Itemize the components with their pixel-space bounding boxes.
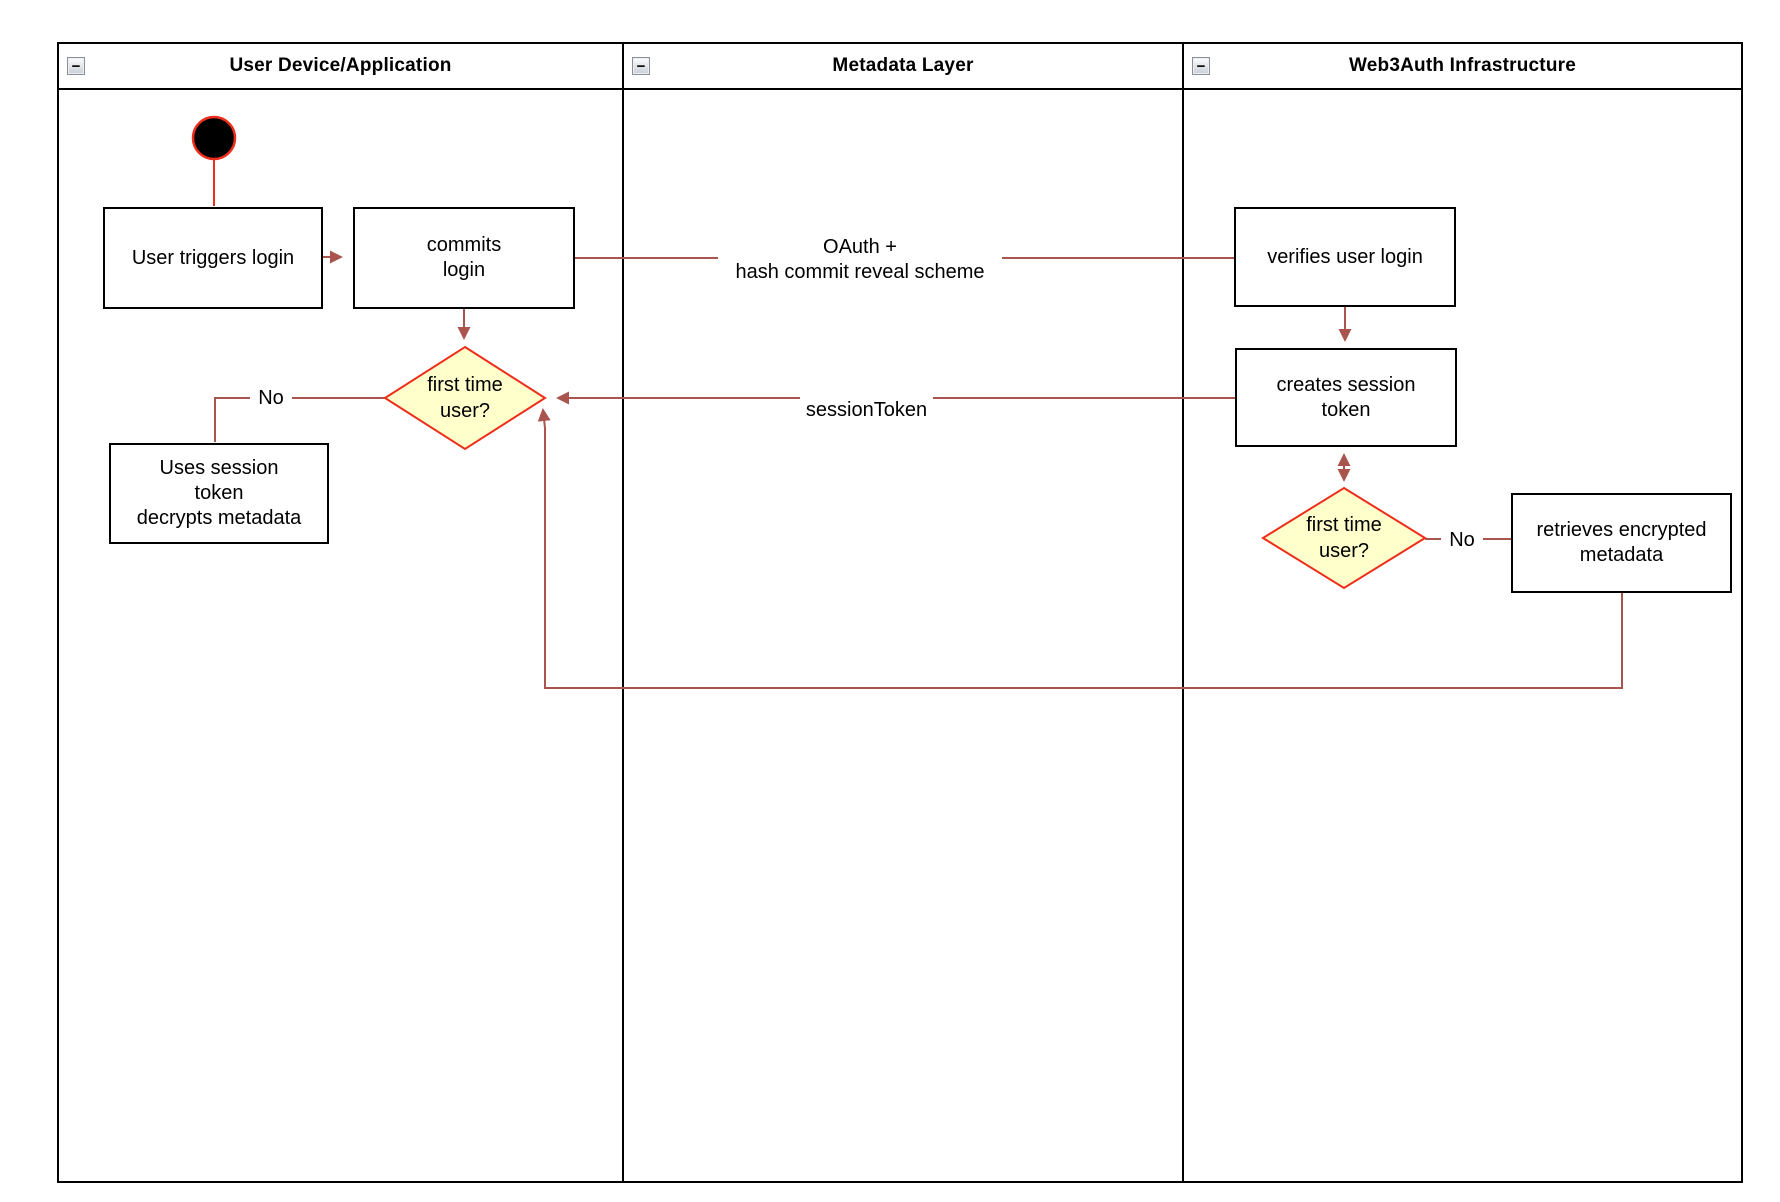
node-commits-login[interactable]: commits login <box>353 207 575 309</box>
node-user-triggers-login[interactable]: User triggers login <box>103 207 323 309</box>
decision2-label: first time user? <box>1306 514 1382 562</box>
lane-title-web3auth: Web3Auth Infrastructure <box>1349 55 1576 76</box>
node-creates-session-token[interactable]: creates session token <box>1235 348 1457 447</box>
collapse-icon[interactable]: − <box>632 57 650 75</box>
lane-header-web3auth: − Web3Auth Infrastructure <box>1182 42 1743 90</box>
lane-title-user-device: User Device/Application <box>229 55 452 76</box>
lane-header-metadata-layer: − Metadata Layer <box>622 42 1184 90</box>
lane-header-user-device: − User Device/Application <box>57 42 624 90</box>
collapse-icon[interactable]: − <box>67 57 85 75</box>
collapse-icon[interactable]: − <box>1192 57 1210 75</box>
decision1-label: first time user? <box>427 374 503 422</box>
edge-label-oauth: OAuth + hash commit reveal scheme <box>718 235 1002 285</box>
lane-title-metadata-layer: Metadata Layer <box>832 55 974 76</box>
node-retrieves-encrypted-metadata[interactable]: retrieves encrypted metadata <box>1511 493 1732 593</box>
edge-label-no-left: No <box>250 385 292 411</box>
node-verifies-user-login[interactable]: verifies user login <box>1234 207 1456 307</box>
node-uses-session-token[interactable]: Uses session token decrypts metadata <box>109 443 329 544</box>
edge-label-session-token: sessionToken <box>800 396 933 425</box>
edge-label-no-right: No <box>1441 527 1483 553</box>
